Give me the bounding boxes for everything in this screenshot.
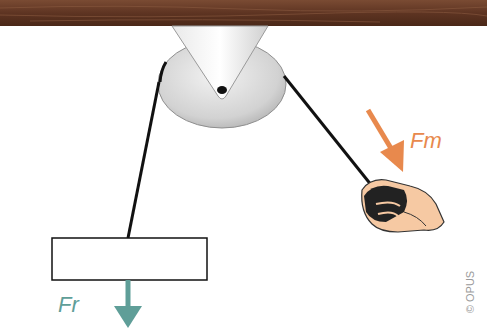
force-label: Fr [58, 292, 79, 318]
hand [362, 180, 444, 232]
pulley-axle [217, 86, 227, 94]
rope [284, 76, 380, 196]
rope [128, 82, 159, 238]
wood-grain [0, 6, 487, 22]
ceiling-beam [0, 0, 487, 26]
load-block [52, 238, 207, 280]
pulley-bracket [172, 26, 268, 99]
force-arrow [114, 280, 142, 328]
force-arrow [368, 110, 404, 172]
force-label: Fm [410, 128, 442, 154]
rope [160, 62, 166, 82]
watermark: © OPUS [464, 271, 476, 313]
